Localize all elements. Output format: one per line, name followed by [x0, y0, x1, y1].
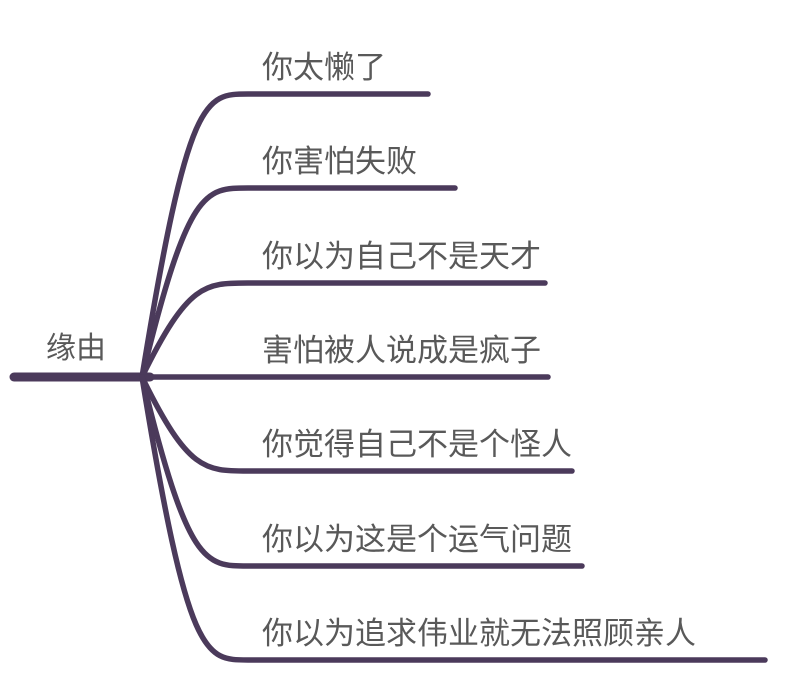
branch-node-label[interactable]: 你太懒了: [262, 50, 386, 85]
root-node-label[interactable]: 缘由: [46, 332, 106, 365]
branch-node-label[interactable]: 你觉得自己不是个怪人: [262, 427, 572, 462]
branch-connector: [139, 185, 458, 380]
branch-connector: [139, 374, 585, 569]
branch-connector: [139, 374, 768, 663]
branch-node-label[interactable]: 害怕被人说成是疯子: [262, 333, 541, 368]
branch-connector: [139, 280, 548, 380]
branch-node-label[interactable]: 你以为追求伟业就无法照顾亲人: [262, 616, 696, 651]
branch-node-label[interactable]: 你以为这是个运气问题: [262, 522, 572, 557]
branch-node-label[interactable]: 你以为自己不是天才: [262, 239, 541, 274]
branch-node-label[interactable]: 你害怕失败: [262, 144, 417, 179]
branch-connector: [139, 91, 431, 380]
branch-connector: [139, 374, 575, 474]
